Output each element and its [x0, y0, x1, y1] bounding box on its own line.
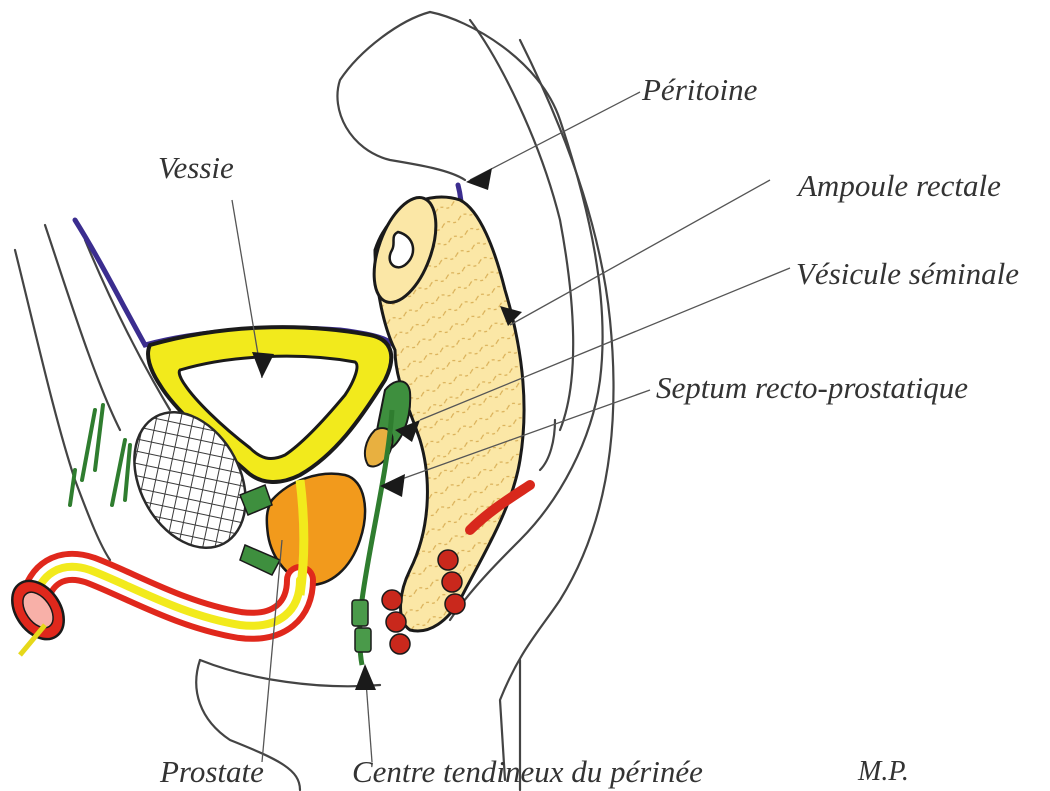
label-vessie: Vessie — [158, 150, 234, 185]
label-septum: Septum recto-prostatique — [656, 370, 968, 405]
signature: M.P. — [857, 756, 909, 787]
label-vesicule-seminale: Vésicule séminale — [796, 256, 1019, 291]
penile-urethra — [2, 567, 300, 655]
label-prostate: Prostate — [159, 754, 264, 789]
prostatic-urethra — [300, 480, 304, 595]
peritoine-arrow — [466, 168, 492, 190]
prostate — [267, 474, 365, 585]
label-peritoine: Péritoine — [641, 72, 758, 107]
label-centre-tendineux: Centre tendineux du périnée — [352, 754, 703, 789]
centre-tendineux-arrow — [355, 664, 376, 690]
label-ampoule-rectale: Ampoule rectale — [796, 168, 1001, 203]
central-tendon — [352, 600, 371, 652]
